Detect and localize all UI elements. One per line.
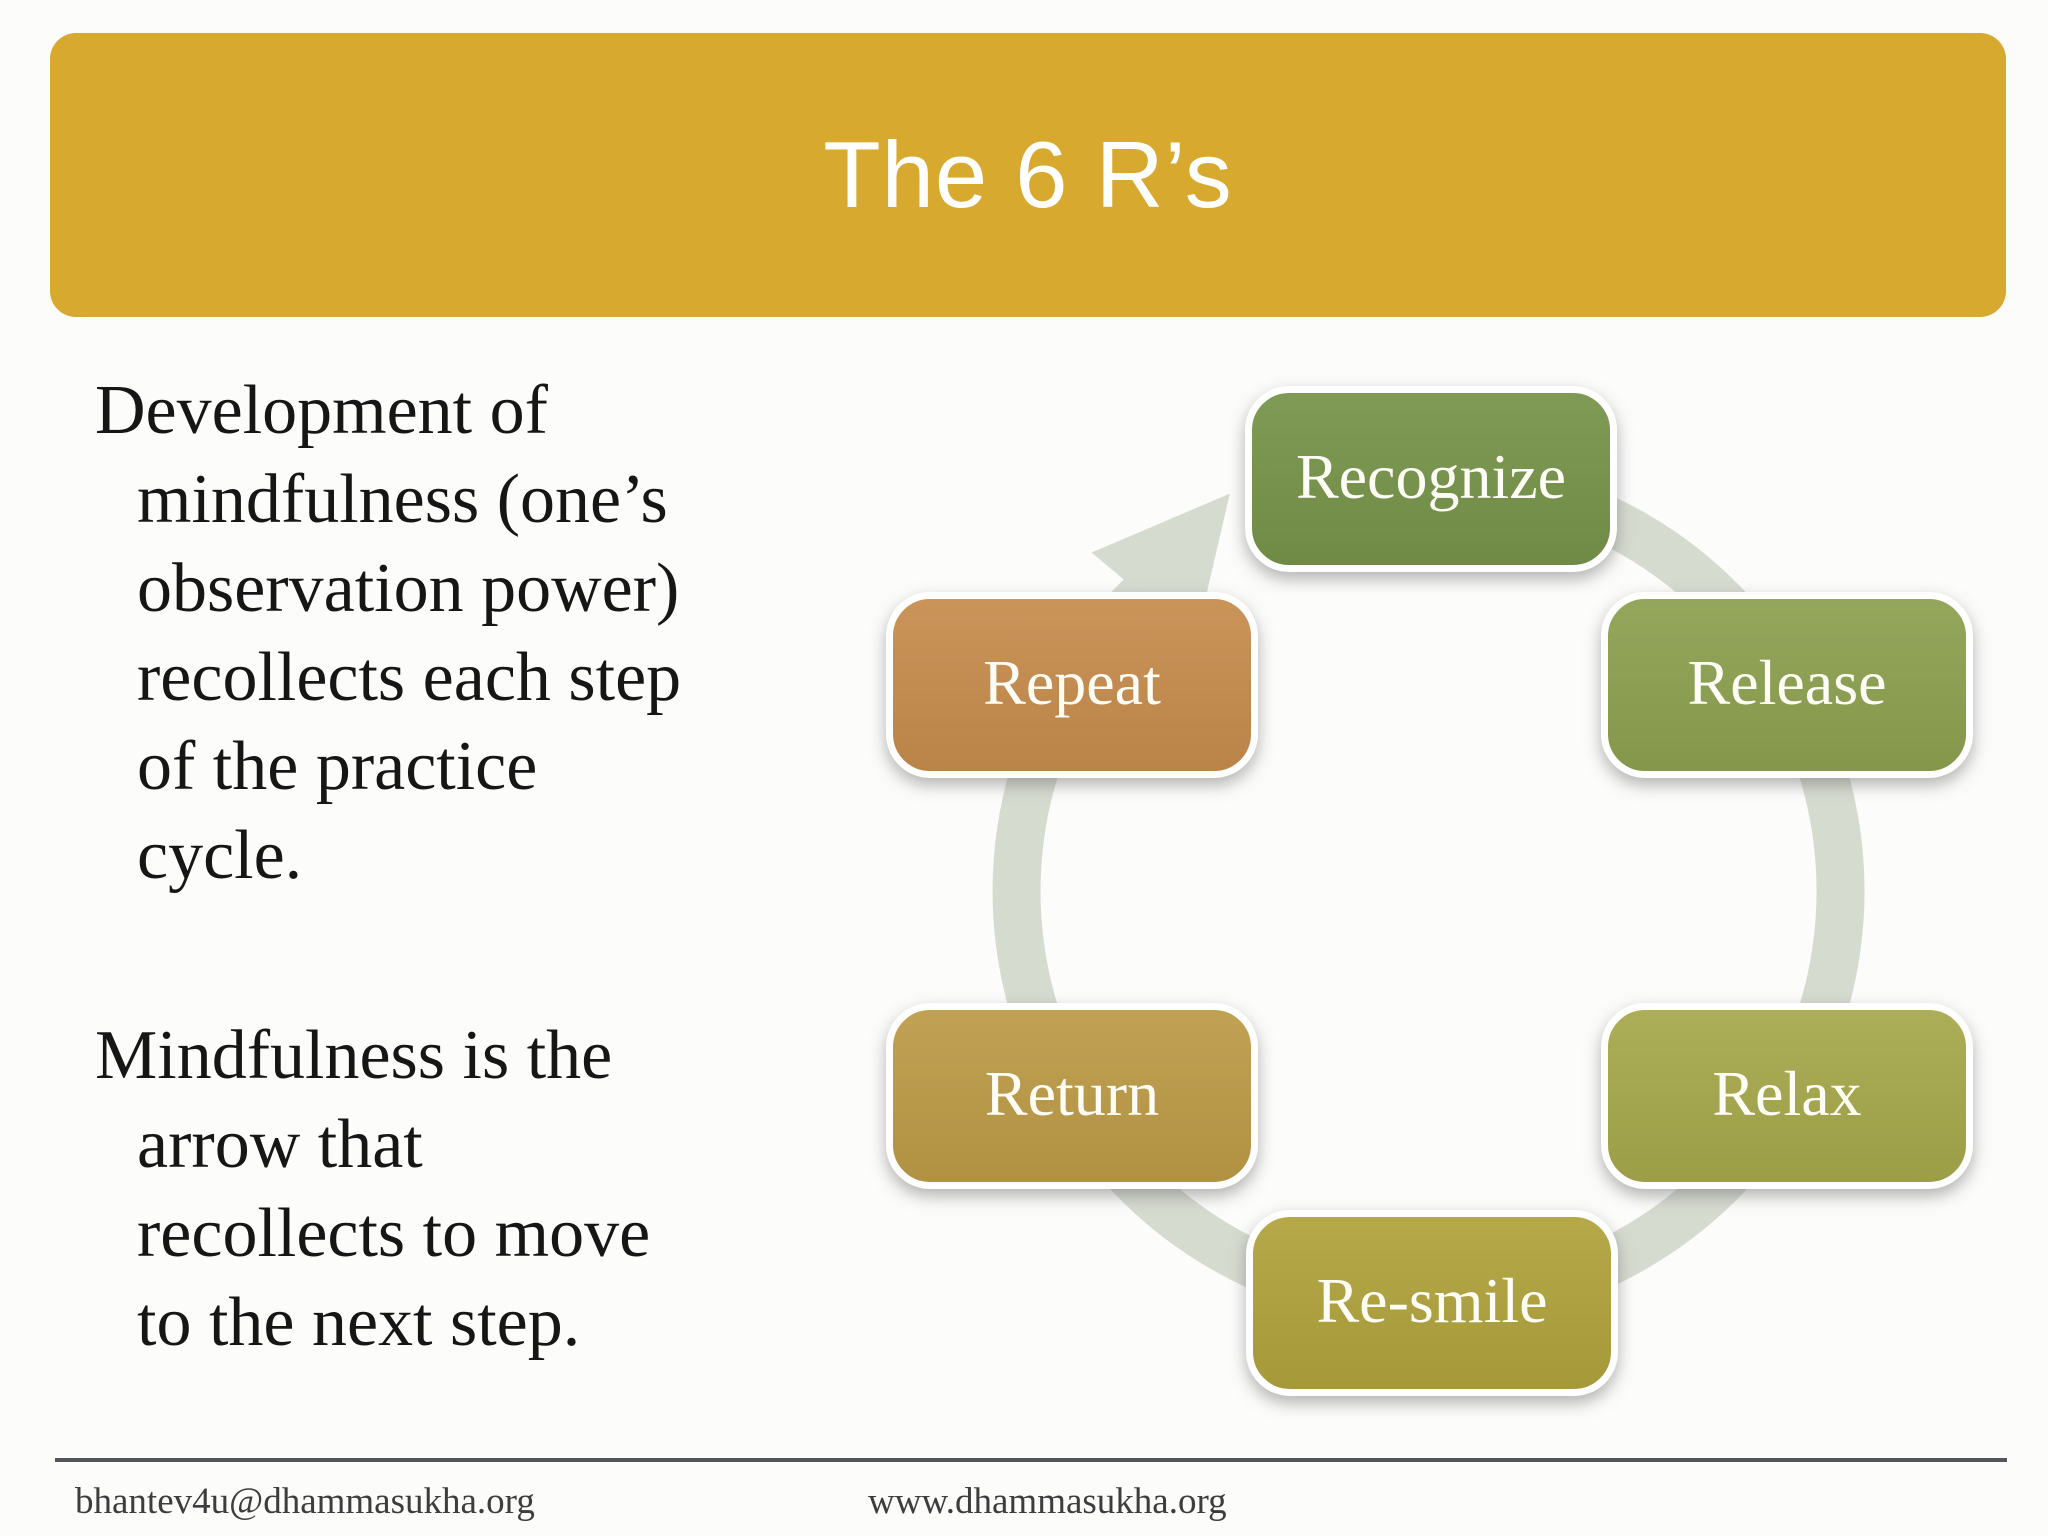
footer-website: www.dhammasukha.org xyxy=(868,1481,1227,1522)
text-line: recollects each step xyxy=(137,639,682,716)
text-line: Development of xyxy=(95,372,548,449)
cycle-step-return: Return xyxy=(886,1003,1258,1189)
text-line: cycle. xyxy=(137,817,303,894)
cycle-step-label: Return xyxy=(984,1058,1160,1129)
footer-divider xyxy=(55,1458,2007,1462)
text-line: arrow that xyxy=(137,1106,423,1183)
text-line: mindfulness (one’s xyxy=(137,461,668,538)
cycle-step-label: Re-smile xyxy=(1316,1265,1548,1336)
text-line: observation power) xyxy=(137,550,680,627)
cycle-step-label: Recognize xyxy=(1295,441,1567,512)
paragraph-development: Development of mindfulness (one’s observ… xyxy=(95,366,915,900)
text-line: to the next step. xyxy=(137,1284,581,1361)
page-title: The 6 R’s xyxy=(823,122,1233,227)
cycle-step-repeat: Repeat xyxy=(886,592,1258,778)
title-banner: The 6 R’s xyxy=(50,33,2006,317)
cycle-step-label: Relax xyxy=(1712,1058,1862,1129)
cycle-step-relax: Relax xyxy=(1601,1003,1973,1189)
paragraph-mindfulness: Mindfulness is the arrow that recollects… xyxy=(95,1011,915,1367)
cycle-step-label: Release xyxy=(1687,647,1887,718)
text-line: Mindfulness is the xyxy=(95,1017,613,1094)
text-line: of the practice xyxy=(137,728,538,805)
cycle-step-release: Release xyxy=(1601,592,1973,778)
text-line: recollects to move xyxy=(137,1195,651,1272)
body-text: Development of mindfulness (one’s observ… xyxy=(95,366,915,1367)
cycle-step-label: Repeat xyxy=(983,647,1161,718)
cycle-step-recognize: Recognize xyxy=(1245,386,1617,572)
cycle-step-resmile: Re-smile xyxy=(1246,1210,1618,1396)
footer-email: bhantev4u@dhammasukha.org xyxy=(75,1481,535,1522)
